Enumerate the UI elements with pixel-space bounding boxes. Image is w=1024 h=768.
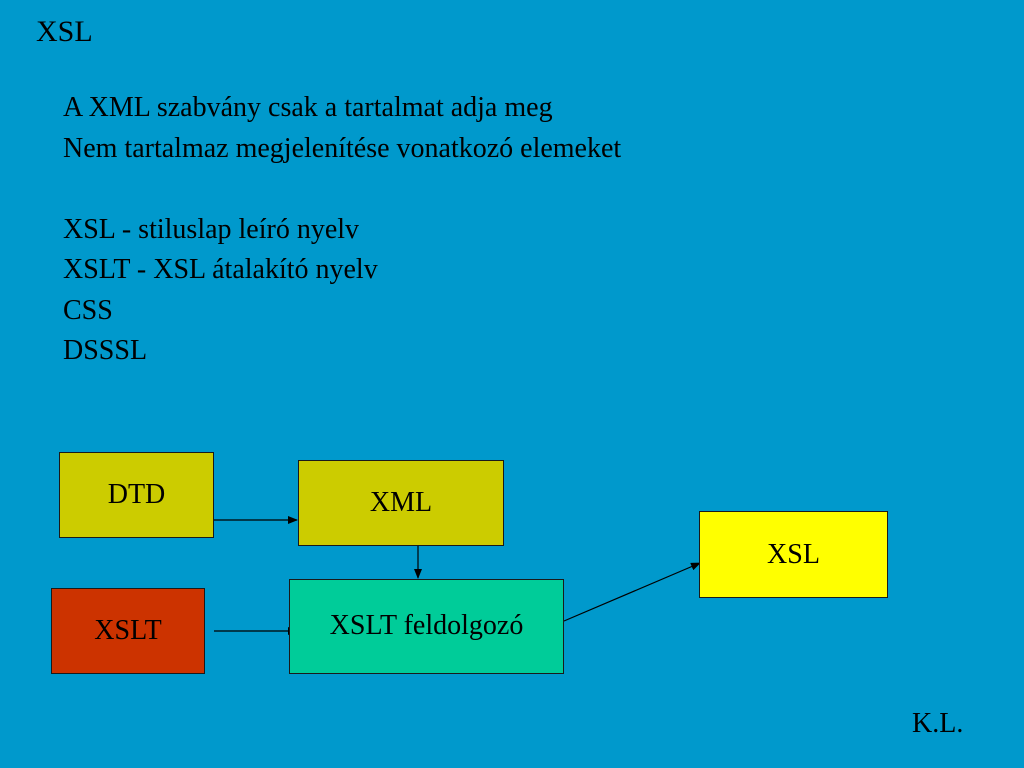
- body-line-css: CSS: [63, 294, 113, 326]
- xslt-processor-box: XSLT feldolgozó: [289, 579, 564, 674]
- xslt-box: XSLT: [51, 588, 205, 674]
- body-line-no-presentation: Nem tartalmaz megjelenítése vonatkozó el…: [63, 132, 622, 164]
- slide-title: XSL: [36, 15, 93, 48]
- body-line-xslt: XSLT - XSL átalakító nyelv: [63, 254, 378, 285]
- xslt-processor-box-label: XSLT feldolgozó: [329, 610, 524, 641]
- author-initials: K.L.: [912, 708, 964, 739]
- body-line-xml-content: A XML szabvány csak a tartalmat adja meg: [63, 92, 553, 123]
- arrow-processor-to-xsl: [563, 562, 701, 622]
- xslt-box-label: XSLT: [94, 615, 162, 646]
- xml-box-label: XML: [369, 487, 433, 518]
- body-line-dsssl: DSSSL: [63, 335, 148, 366]
- body-text: A XML szabvány csak a tartalmat adja meg…: [63, 88, 621, 372]
- body-line-blank: [63, 169, 621, 210]
- dtd-box: DTD: [59, 452, 214, 538]
- xsl-box: XSL: [699, 511, 888, 598]
- body-line-xsl: XSL - stiluslap leíró nyelv: [63, 213, 360, 245]
- xml-box: XML: [298, 460, 504, 546]
- xsl-box-label: XSL: [767, 538, 820, 570]
- dtd-box-label: DTD: [107, 479, 166, 510]
